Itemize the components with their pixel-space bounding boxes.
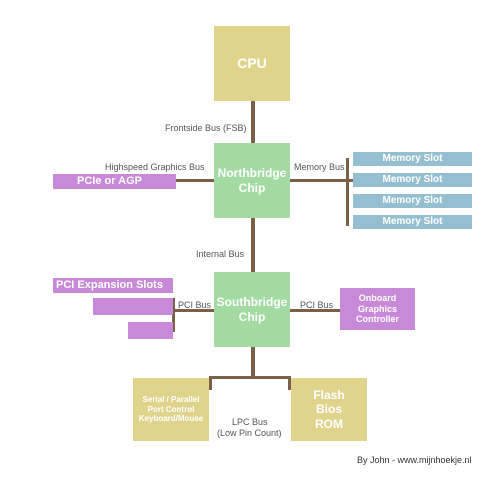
pci-expansion-slots-header: PCI Expansion Slots <box>53 278 173 293</box>
credit-text: By John - www.mijnhoekje.nl <box>357 455 472 465</box>
pcie-agp-slot: PCIe or AGP <box>53 174 176 189</box>
lpc-right-drop <box>288 376 291 390</box>
flash-bios-rom: Flash Bios ROM <box>291 378 367 441</box>
memory-slot-label: Memory Slot <box>382 216 443 227</box>
pci-slot-connector <box>172 298 175 332</box>
onboard-graphics-controller: Onboard Graphics Controller <box>340 288 415 330</box>
memory-slot-connector <box>346 158 349 226</box>
pci-bus-right-label: PCI Bus <box>300 300 334 310</box>
internal-bus-label: Internal Bus <box>196 249 245 259</box>
pcie-agp-label: PCIe or AGP <box>77 174 142 187</box>
cpu-label: CPU <box>237 55 267 72</box>
northbridge-chip: Northbridge Chip <box>214 143 290 218</box>
pci-expansion-slot <box>93 298 173 315</box>
southbridge-label: Southbridge Chip <box>216 295 288 324</box>
fsb-label: Frontside Bus (FSB) <box>165 123 247 133</box>
pci-bus-left-line <box>173 309 214 312</box>
lpc-bus-sublabel: (Low Pin Count) <box>217 428 282 438</box>
memory-slot-label: Memory Slot <box>382 195 443 206</box>
memory-slot: Memory Slot <box>353 215 472 229</box>
serial-parallel-label: Serial / Parallel Port Control Keyboard/… <box>138 395 204 424</box>
lpc-bus-label: LPC Bus <box>232 417 268 427</box>
pci-bus-right-line <box>290 309 340 312</box>
lpc-left-drop <box>209 376 212 390</box>
flash-bios-label: Flash Bios ROM <box>313 387 345 431</box>
memory-slot: Memory Slot <box>353 173 472 187</box>
southbridge-chip: Southbridge Chip <box>214 272 290 347</box>
lpc-horizontal-line <box>209 376 291 379</box>
pci-expansion-slot <box>128 322 173 339</box>
pci-bus-left-label: PCI Bus <box>178 300 212 310</box>
lpc-bus-line <box>251 347 255 377</box>
internal-bus-line <box>251 218 255 272</box>
cpu-block: CPU <box>214 26 290 101</box>
pci-expansion-label: PCI Expansion Slots <box>56 278 163 291</box>
serial-parallel-block: Serial / Parallel Port Control Keyboard/… <box>133 378 209 441</box>
highspeed-graphics-bus-label: Highspeed Graphics Bus <box>105 162 205 172</box>
fsb-line <box>251 101 255 143</box>
memory-bus-label: Memory Bus <box>294 162 345 172</box>
memory-slot-label: Memory Slot <box>382 153 443 164</box>
memory-slot: Memory Slot <box>353 152 472 166</box>
onboard-graphics-label: Onboard Graphics Controller <box>355 292 399 325</box>
memory-slot: Memory Slot <box>353 194 472 208</box>
highspeed-bus-line <box>176 179 214 182</box>
memory-bus-line <box>290 179 353 182</box>
memory-slot-label: Memory Slot <box>382 174 443 185</box>
northbridge-label: Northbridge Chip <box>217 166 287 195</box>
